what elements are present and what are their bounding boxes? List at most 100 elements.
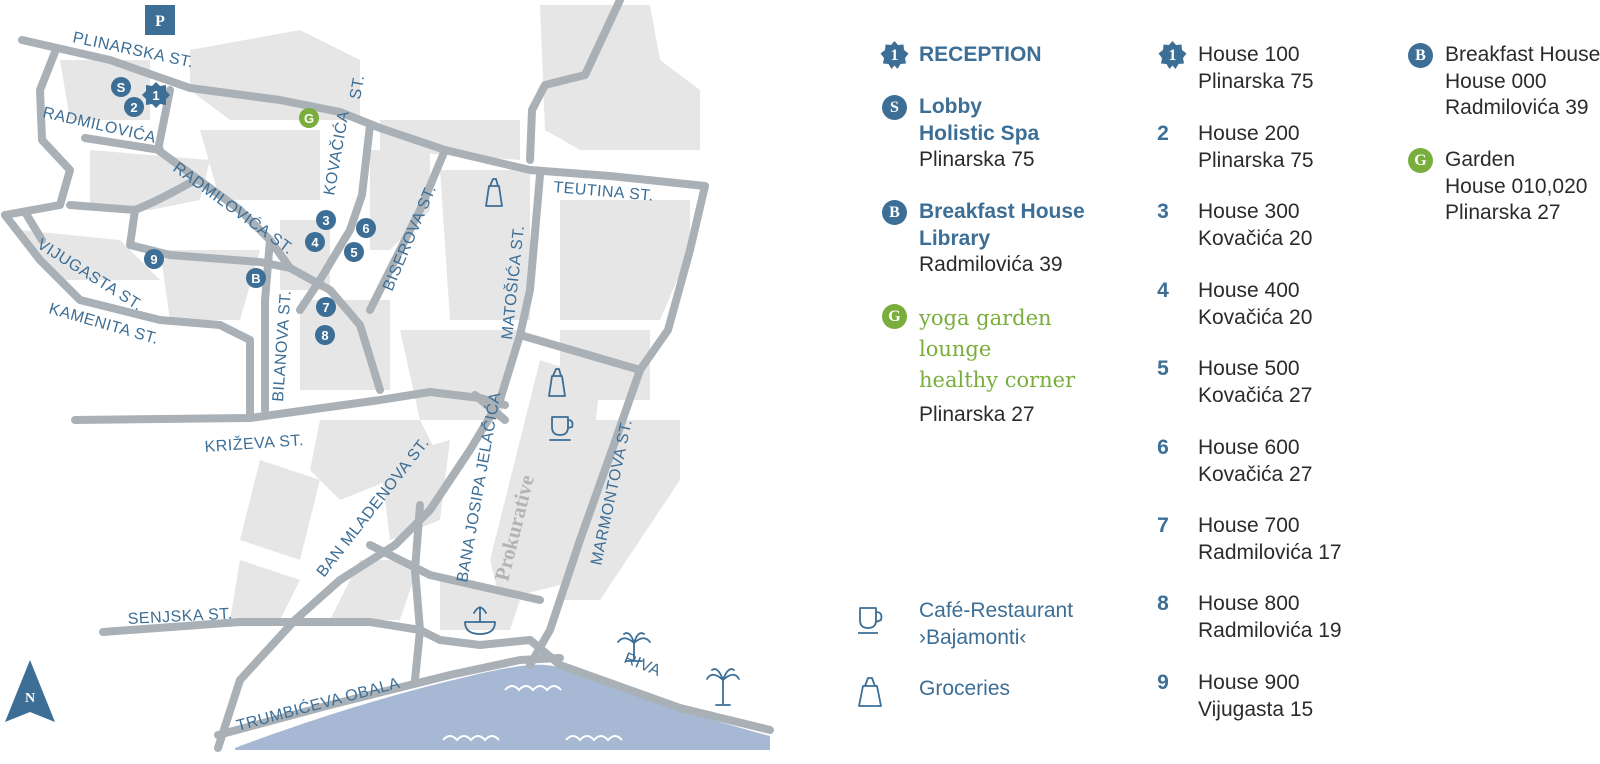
parking-label: P <box>155 13 165 30</box>
house-number: 3 <box>1157 200 1169 223</box>
map-marker-7[interactable]: 7 <box>316 297 336 317</box>
svg-text:S: S <box>117 80 126 95</box>
lobby-badge: S <box>882 95 907 120</box>
breakfast-house-badge: B <box>1408 43 1433 68</box>
cafe-icon <box>858 607 883 634</box>
svg-text:8: 8 <box>321 328 328 343</box>
reception-label: RECEPTION <box>919 43 1042 66</box>
house-name: House 300 <box>1198 200 1300 223</box>
house-number: 2 <box>1157 122 1169 145</box>
svg-text:3: 3 <box>322 213 329 228</box>
svg-text:4: 4 <box>311 235 319 250</box>
house-number: 7 <box>1157 514 1169 537</box>
house-name: House 500 <box>1198 357 1300 380</box>
lobby-address: Plinarska 75 <box>919 148 1035 171</box>
house-name: House 400 <box>1198 279 1300 302</box>
palm-tree-icon[interactable] <box>706 668 740 706</box>
north-label: N <box>25 691 35 706</box>
svg-text:B: B <box>251 271 260 286</box>
city-map: P N PLINARSKA ST. ST. RADMILOVIĆA RADMIL… <box>1 0 774 752</box>
map-marker-1[interactable]: 1 <box>142 82 170 108</box>
street-label-krizeva: KRIŽEVA ST. <box>204 430 305 456</box>
svg-text:1: 1 <box>152 88 159 103</box>
map-marker-4[interactable]: 4 <box>305 232 325 252</box>
breakfast-house-line3: Radmilovića 39 <box>1445 96 1589 119</box>
map-marker-6[interactable]: 6 <box>356 218 376 238</box>
house-address: Radmilovića 17 <box>1198 540 1342 564</box>
garden-house-badge: G <box>1408 148 1433 173</box>
house-address: Vijugasta 15 <box>1198 697 1314 721</box>
house-address: Kovačića 27 <box>1198 462 1313 486</box>
house-address: Plinarska 75 <box>1198 148 1314 172</box>
house-name: House 100 <box>1198 43 1300 66</box>
svg-text:2: 2 <box>130 100 137 115</box>
groceries-icon[interactable] <box>485 178 503 207</box>
north-arrow-icon <box>5 660 55 722</box>
garden-house-line2: House 010,020 <box>1445 174 1588 198</box>
fountain-icon[interactable] <box>464 606 496 635</box>
garden-house-line1: Garden <box>1445 148 1516 171</box>
map-marker-9[interactable]: 9 <box>144 249 164 269</box>
reception-badge-text: 1 <box>890 47 899 64</box>
street-label-kovacica: KOVAČIĆA <box>319 109 353 197</box>
breakfast-address: Radmilovića 39 <box>919 253 1063 276</box>
garden-house-line3: Plinarska 27 <box>1445 201 1561 224</box>
map-marker-b[interactable]: B <box>246 268 266 288</box>
legend-column-3: B Breakfast House House 000 Radmilovića … <box>1408 0 1600 764</box>
house-1-number: 1 <box>1168 47 1177 64</box>
street-label-st: ST. <box>347 73 368 100</box>
svg-text:5: 5 <box>350 245 357 260</box>
garden-line2: lounge <box>919 337 992 361</box>
house-address: Radmilovića 19 <box>1198 618 1342 642</box>
lobby-line1: Lobby <box>919 95 982 118</box>
map-marker-3[interactable]: 3 <box>316 210 336 230</box>
svg-text:9: 9 <box>150 252 157 267</box>
house-name: House 200 <box>1198 122 1300 145</box>
legend-column-1: 1 RECEPTION S Lobby Holistic Spa Plinars… <box>858 0 1122 764</box>
svg-text:6: 6 <box>362 221 369 236</box>
map-marker-s[interactable]: S <box>111 77 131 97</box>
house-number: 6 <box>1157 436 1169 459</box>
house-name: House 900 <box>1198 671 1300 694</box>
house-number: 4 <box>1157 279 1169 302</box>
map-marker-g[interactable]: G <box>299 108 319 128</box>
house-name: House 700 <box>1198 514 1300 537</box>
house-number: 5 <box>1157 357 1169 380</box>
breakfast-line1: Breakfast House <box>919 200 1085 223</box>
lobby-line2: Holistic Spa <box>919 121 1040 145</box>
street-label-senjska: SENJSKA ST. <box>127 606 233 628</box>
cafe-icon[interactable] <box>549 416 574 441</box>
svg-text:7: 7 <box>322 300 329 315</box>
map-marker-8[interactable]: 8 <box>315 325 335 345</box>
groceries-label: Groceries <box>919 677 1011 700</box>
svg-text:G: G <box>304 111 314 126</box>
map-marker-5[interactable]: 5 <box>344 242 364 262</box>
garden-line3: healthy corner <box>919 368 1076 392</box>
groceries-icon[interactable] <box>548 368 566 397</box>
cafe-line1: Café-Restaurant <box>919 599 1074 622</box>
house-address: Plinarska 75 <box>1198 69 1314 93</box>
house-number: 9 <box>1157 671 1169 694</box>
groceries-icon <box>858 677 882 707</box>
house-1-burst-icon <box>1158 41 1187 69</box>
wave-icon <box>442 685 623 742</box>
breakfast-badge: B <box>882 200 907 225</box>
breakfast-house-line1: Breakfast House <box>1445 43 1600 66</box>
house-name: House 800 <box>1198 592 1300 615</box>
street-label-bilanova: BILANOVA ST. <box>270 290 295 402</box>
map-marker-2[interactable]: 2 <box>124 97 144 117</box>
garden-badge: G <box>882 304 907 329</box>
breakfast-house-line2: House 000 <box>1445 69 1547 93</box>
sea-area <box>235 664 770 750</box>
house-name: House 600 <box>1198 436 1300 459</box>
cafe-line2: ›Bajamonti‹ <box>919 625 1027 649</box>
house-address: Kovačića 20 <box>1198 305 1313 329</box>
reception-burst-icon <box>880 41 909 69</box>
garden-address: Plinarska 27 <box>919 403 1035 426</box>
house-address: Kovačića 20 <box>1198 226 1313 250</box>
breakfast-line2: Library <box>919 226 991 250</box>
garden-line1: yoga garden <box>919 306 1052 330</box>
palm-tree-icon[interactable] <box>617 632 651 662</box>
parking-icon[interactable] <box>145 5 175 35</box>
